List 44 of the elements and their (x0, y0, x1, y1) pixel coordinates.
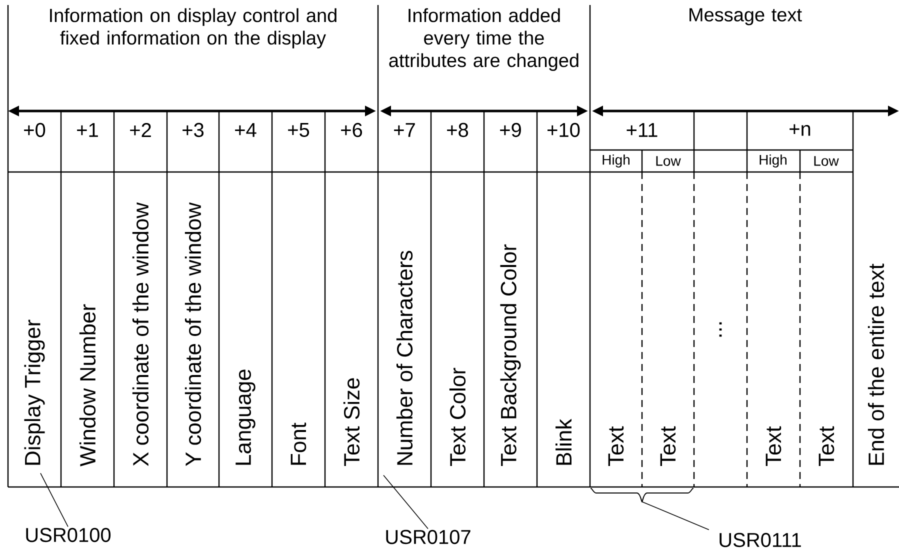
group-heading: Information added every time the attributes are changed (389, 8, 578, 71)
byte-label: High (760, 154, 786, 168)
register-label: USR0111 (720, 532, 801, 548)
byte-label: Low (814, 156, 839, 166)
offset-label: +0 (24, 122, 46, 138)
field-name: Font (290, 422, 306, 465)
field-name: Text Color (449, 368, 466, 466)
leader-line (383, 474, 428, 530)
field-name: End of the entire text (868, 264, 884, 465)
field-name: Text (660, 426, 676, 466)
leader-line (40, 472, 68, 528)
field-name: ... (719, 322, 722, 337)
offset-label: +2 (130, 123, 151, 137)
register-label: USR0107 (386, 530, 470, 544)
offset-label: +3 (182, 122, 204, 138)
offset-label: +7 (394, 123, 415, 137)
field-name: Text Size (343, 378, 360, 466)
register-label: USR0100 (26, 528, 111, 542)
field-name: Language (236, 370, 256, 465)
leader-line (642, 501, 710, 530)
offset-label: +4 (235, 123, 256, 137)
offset-label: +10 (548, 122, 580, 138)
offset-label: +6 (341, 122, 362, 138)
field-name: Display Trigger (24, 320, 45, 465)
offset-label: +5 (288, 123, 310, 137)
field-name: Number of Characters (396, 250, 413, 465)
offset-label: +11 (626, 123, 658, 137)
group-heading: Information on display control and fixed information on the display (50, 8, 336, 48)
byte-label: High (602, 154, 630, 168)
byte-label: Low (656, 156, 681, 166)
field-name: X coordinate of the window (132, 202, 149, 466)
field-name: Y coordinate of the window (184, 202, 202, 466)
offset-label: +8 (447, 122, 468, 138)
field-name: Blink (556, 418, 572, 465)
field-name: Text (608, 426, 624, 466)
field-name: Text (766, 426, 782, 466)
offset-label: +n (790, 124, 810, 136)
brace (590, 488, 694, 502)
offset-label: +1 (77, 123, 98, 137)
offset-label: +9 (500, 122, 521, 138)
group-heading: Message text (690, 8, 802, 26)
field-name: Text (818, 426, 834, 466)
field-name: Text Background Color (500, 244, 521, 466)
field-name: Window Number (79, 304, 96, 466)
